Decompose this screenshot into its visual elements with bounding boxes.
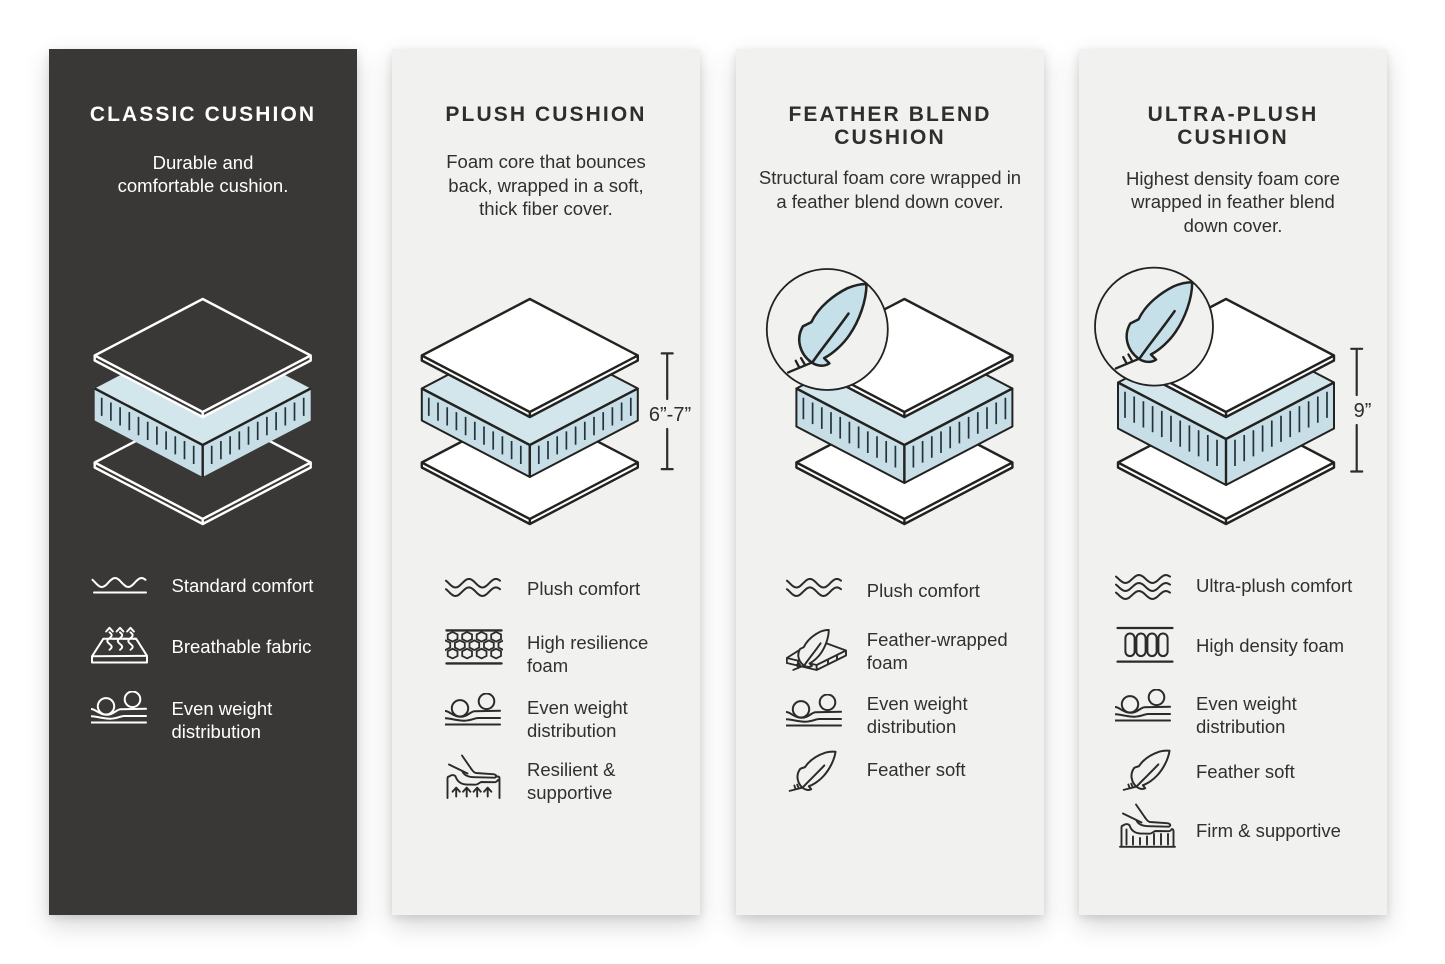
svg-text:6”-7”: 6”-7” [649,404,691,426]
svg-text:9”: 9” [1354,400,1372,422]
